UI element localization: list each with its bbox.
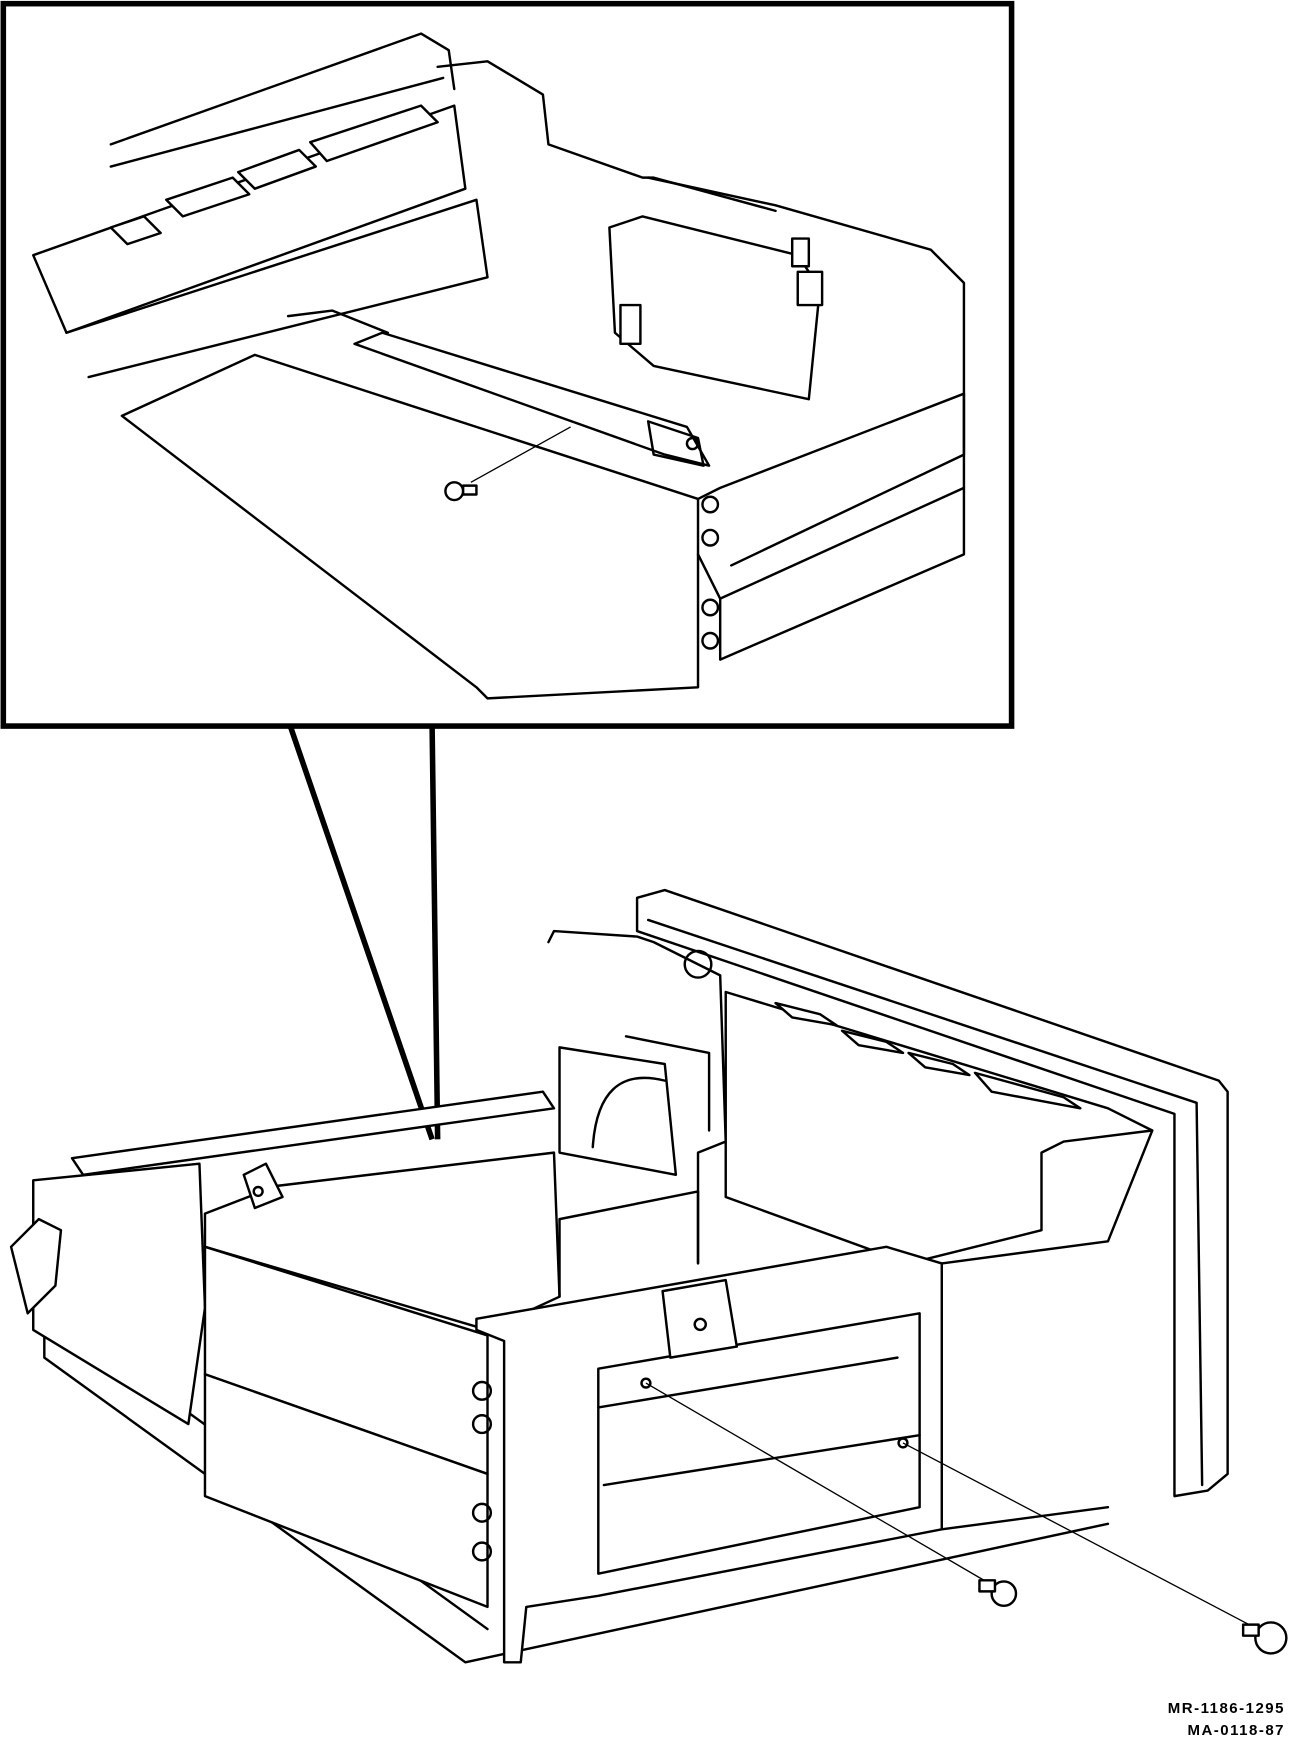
detail-inset (0, 0, 1015, 729)
main-assembly (9, 888, 1288, 1664)
screw-2 (1241, 1621, 1288, 1655)
callout-lines (287, 725, 441, 1141)
screw-1 (978, 1579, 1018, 1608)
figure-label-primary: MR-1186-1295 (1167, 1700, 1285, 1717)
figure-label-secondary: MA-0118-87 (1187, 1722, 1285, 1739)
